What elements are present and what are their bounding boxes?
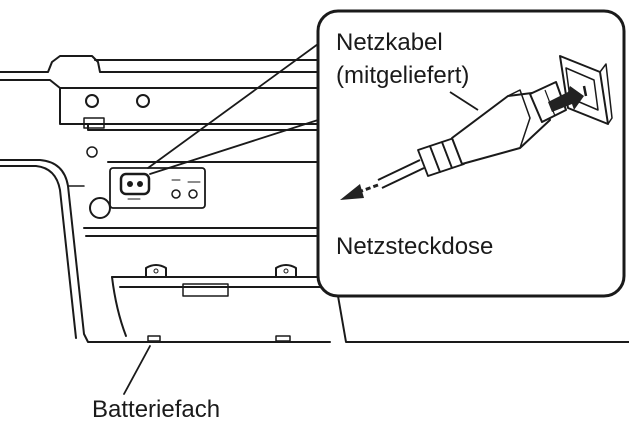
- insert-arrow: [548, 86, 584, 112]
- wall-outlet-label: Netzsteckdose: [336, 233, 494, 260]
- remove-arrow: [340, 183, 379, 200]
- device-body: [0, 159, 331, 343]
- power-cable-label: Netzkabel (mitgeliefert): [336, 26, 469, 92]
- power-cable-label-line2: (mitgeliefert): [336, 62, 470, 89]
- power-cable-label-line1: Netzkabel: [336, 29, 443, 56]
- device-lid: [0, 55, 331, 158]
- ac-inlet-panel: [109, 167, 206, 209]
- battery-leader-line: [123, 345, 151, 395]
- wall-outlet-icon: [559, 55, 613, 125]
- battery-compartment-lid: [111, 264, 331, 342]
- cable-leader-line: [449, 91, 479, 111]
- power-plug-icon: [377, 81, 567, 189]
- battery-compartment-label: Batteriefach: [92, 396, 221, 423]
- callout-leaders: [147, 43, 319, 175]
